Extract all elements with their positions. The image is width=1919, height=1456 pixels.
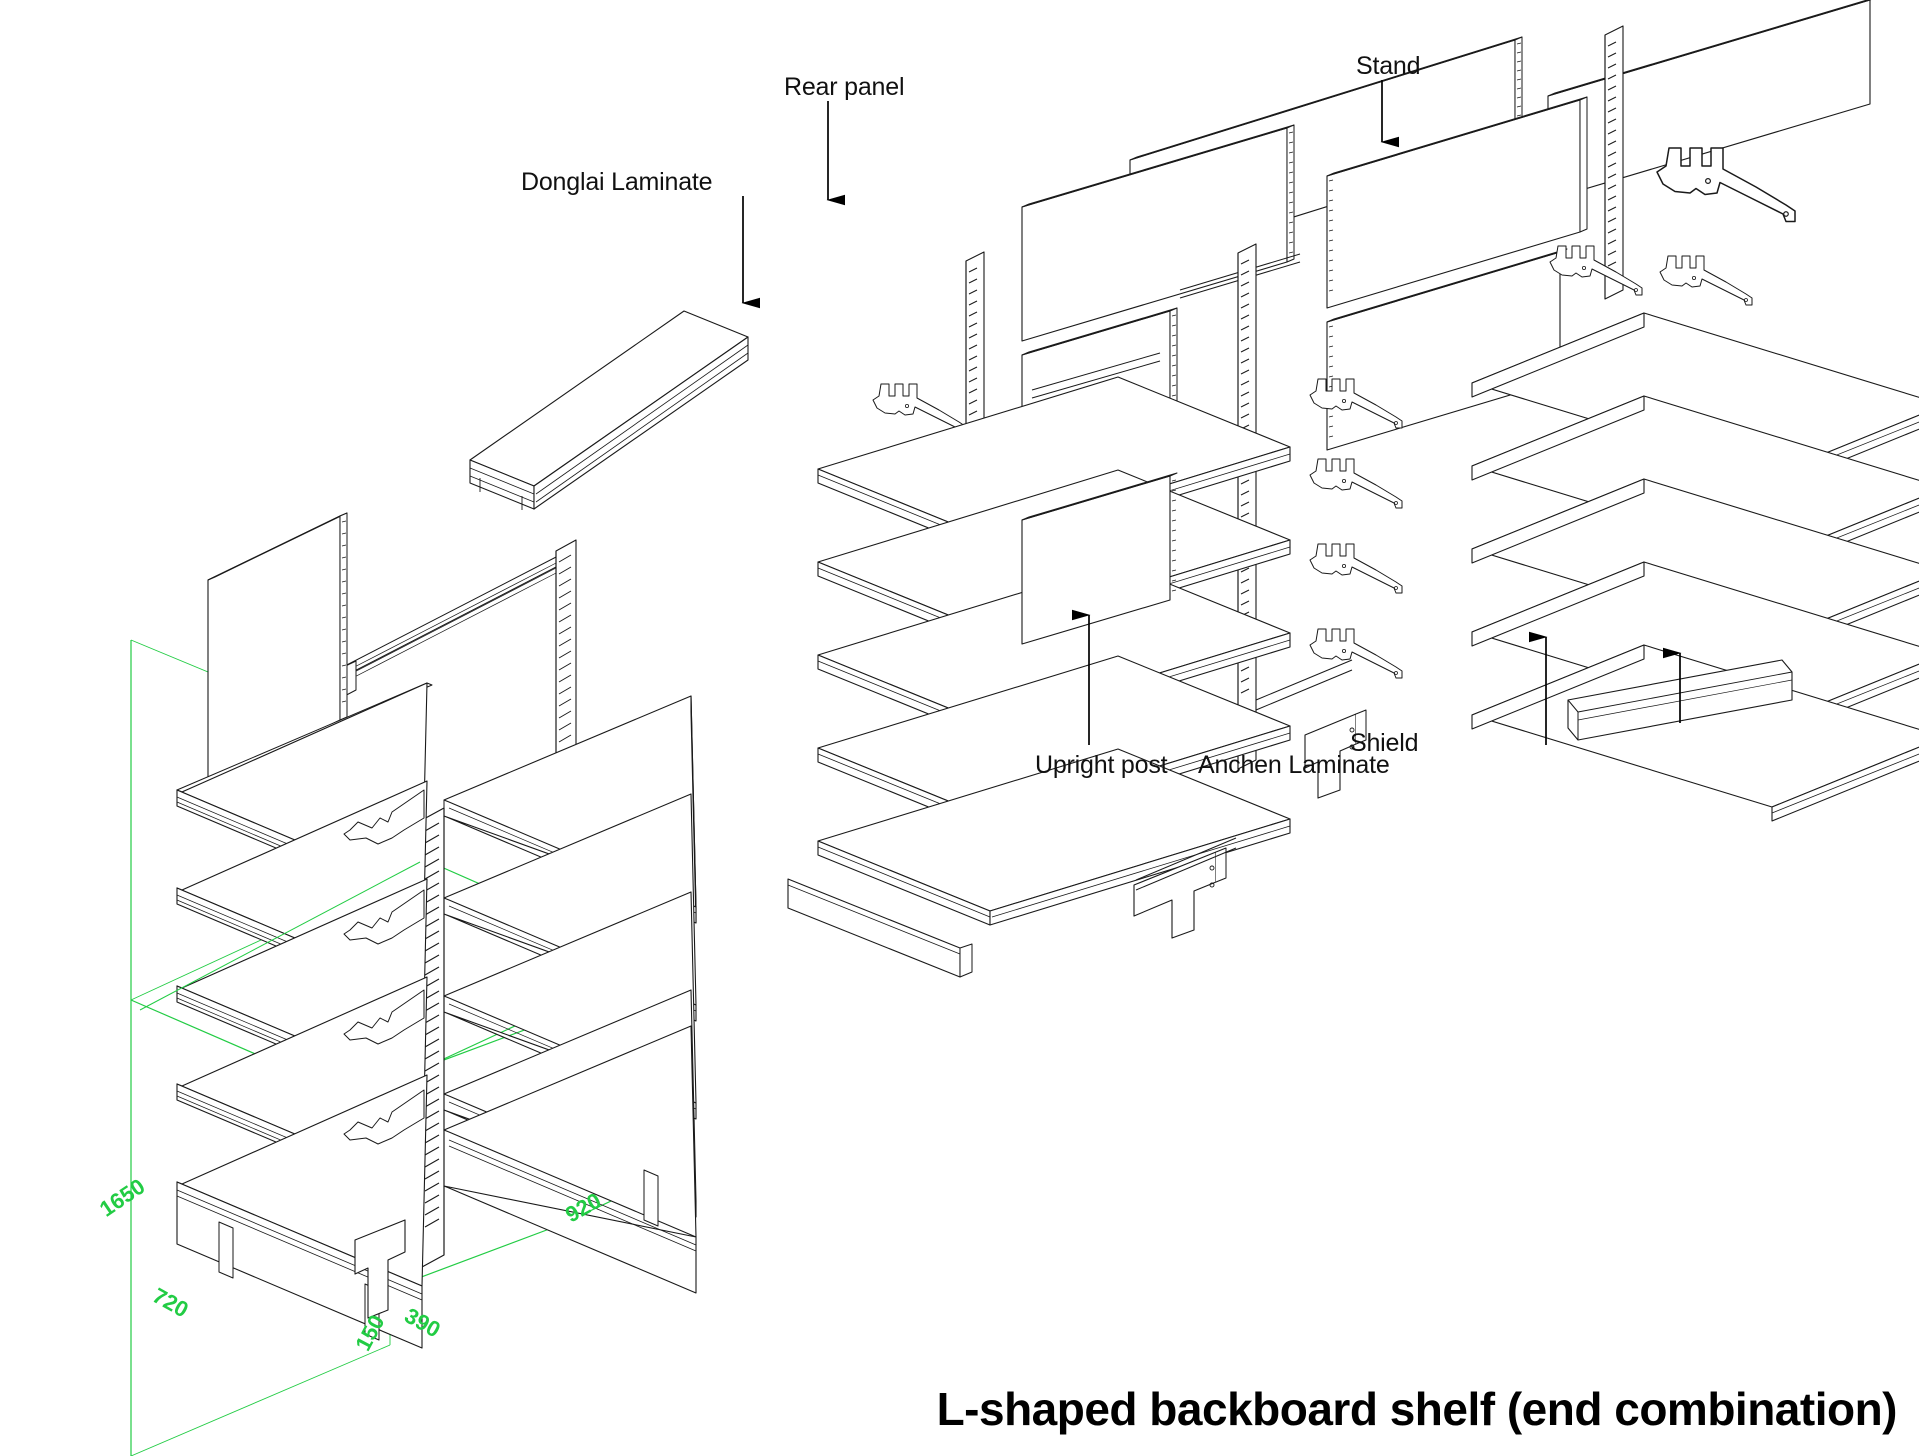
callout-label-shield: Shield — [1350, 729, 1419, 757]
assembled-brackets — [343, 789, 425, 1145]
assembled-base-foot — [354, 1219, 406, 1319]
laminate-stack-right — [1471, 312, 1919, 822]
rear-panel-mid-right — [1326, 96, 1588, 309]
callout-label-rear-panel: Rear panel — [784, 73, 905, 101]
base-foot-center — [1304, 709, 1367, 799]
assembled-base-shelf-right — [443, 1025, 697, 1294]
rear-panel-main — [1021, 124, 1295, 342]
dimension-guide-diagonal — [139, 861, 421, 1011]
exploded-view — [787, 0, 1919, 978]
upright-post-right — [1604, 25, 1624, 300]
laminate-stack-left — [817, 376, 1291, 926]
stand-bracket-isolated — [1656, 147, 1796, 223]
callout-label-upright-post: Upright post — [1035, 751, 1168, 779]
callout-label-anchen-laminate: Anchen Laminate — [1198, 751, 1390, 779]
assembled-view — [130, 512, 697, 1456]
base-foot-left — [1133, 847, 1227, 939]
assembled-shelves-right — [443, 695, 697, 1294]
assembled-rear-post — [555, 539, 577, 782]
base-rail-center — [1255, 659, 1353, 711]
rack-backboard — [207, 512, 348, 785]
rack-back-panel — [336, 554, 561, 701]
drawing-title: L-shaped backboard shelf (end combinatio… — [936, 1383, 1898, 1435]
base-rail-left — [1135, 837, 1237, 891]
rear-panel-top-right — [1547, 0, 1872, 201]
callout-label-stand: Stand — [1356, 52, 1421, 80]
assembled-post-slots — [424, 822, 440, 1228]
callout-leaders — [741, 80, 1682, 745]
donglai-laminate-part — [469, 310, 749, 510]
lower-back-panel — [1021, 472, 1178, 645]
shield-left — [787, 878, 973, 978]
upright-post-center — [1237, 243, 1257, 770]
callout-label-donglai-laminate: Donglai Laminate — [521, 168, 713, 196]
